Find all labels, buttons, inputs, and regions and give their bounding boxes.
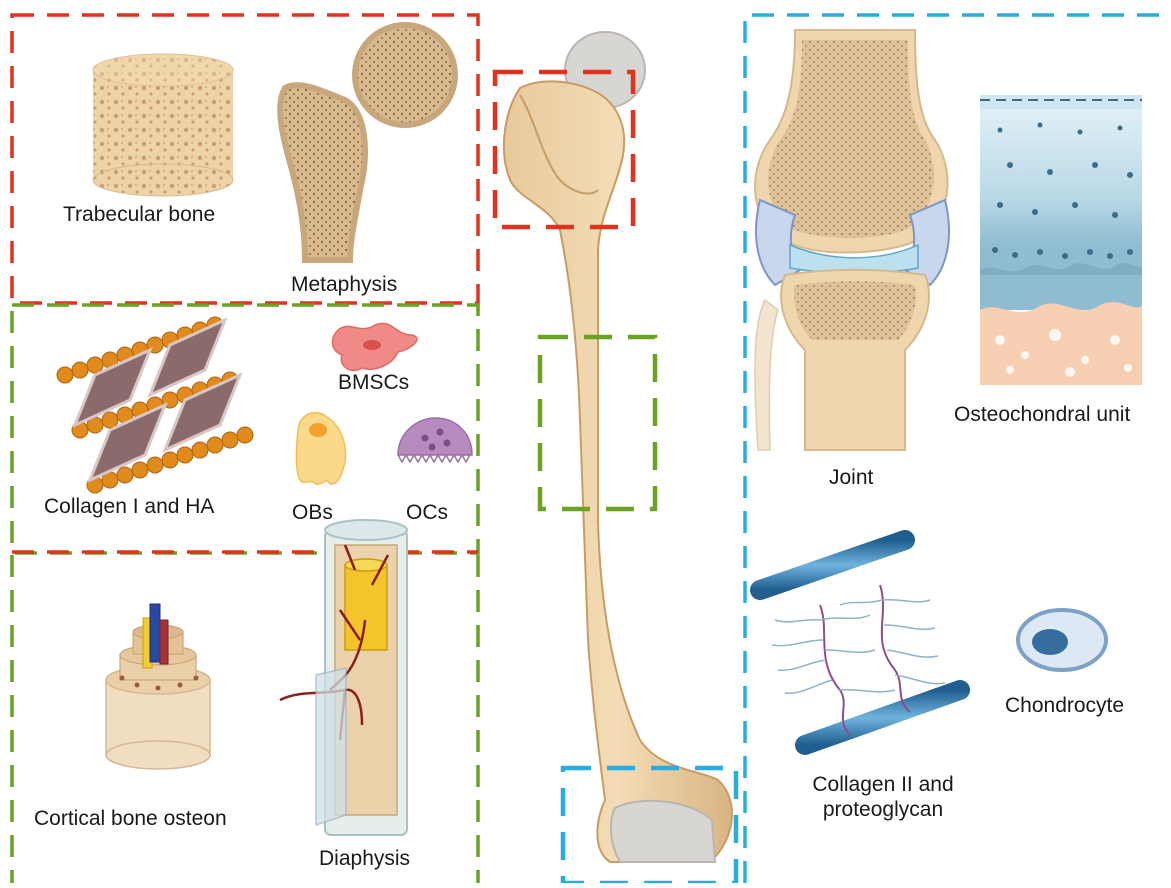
label-obs: OBs	[292, 500, 333, 525]
metaphysis-bone-icon	[280, 25, 455, 260]
knee-joint-icon	[755, 30, 949, 450]
label-trabecular-bone: Trabecular bone	[63, 202, 215, 227]
label-ocs: OCs	[406, 500, 448, 525]
osteoblast-cell-icon	[296, 413, 345, 485]
osteoclast-cell-icon	[398, 418, 472, 462]
osteochondral-layers-icon	[980, 95, 1142, 385]
label-chondrocyte: Chondrocyte	[1005, 693, 1124, 718]
label-collagen-ha: Collagen I and HA	[44, 494, 214, 519]
collagen-ha-icon	[57, 317, 253, 493]
collagen-ii-icon	[760, 540, 960, 745]
label-osteochondral-unit: Osteochondral unit	[954, 402, 1130, 427]
label-bmscs: BMSCs	[338, 370, 409, 395]
diaphysis-icon	[280, 520, 407, 835]
bmsc-cell-icon	[332, 323, 417, 370]
chondrocyte-icon	[1018, 610, 1106, 670]
label-cortical-osteon: Cortical bone osteon	[34, 806, 227, 831]
label-diaphysis: Diaphysis	[319, 846, 410, 871]
diaphysis-frame	[12, 555, 478, 883]
label-metaphysis: Metaphysis	[291, 272, 397, 297]
label-joint: Joint	[829, 465, 873, 490]
label-collagen-ii: Collagen II and proteoglycan	[788, 772, 978, 822]
trabecular-cylinder-icon	[93, 54, 233, 196]
osteon-icon	[106, 604, 210, 769]
